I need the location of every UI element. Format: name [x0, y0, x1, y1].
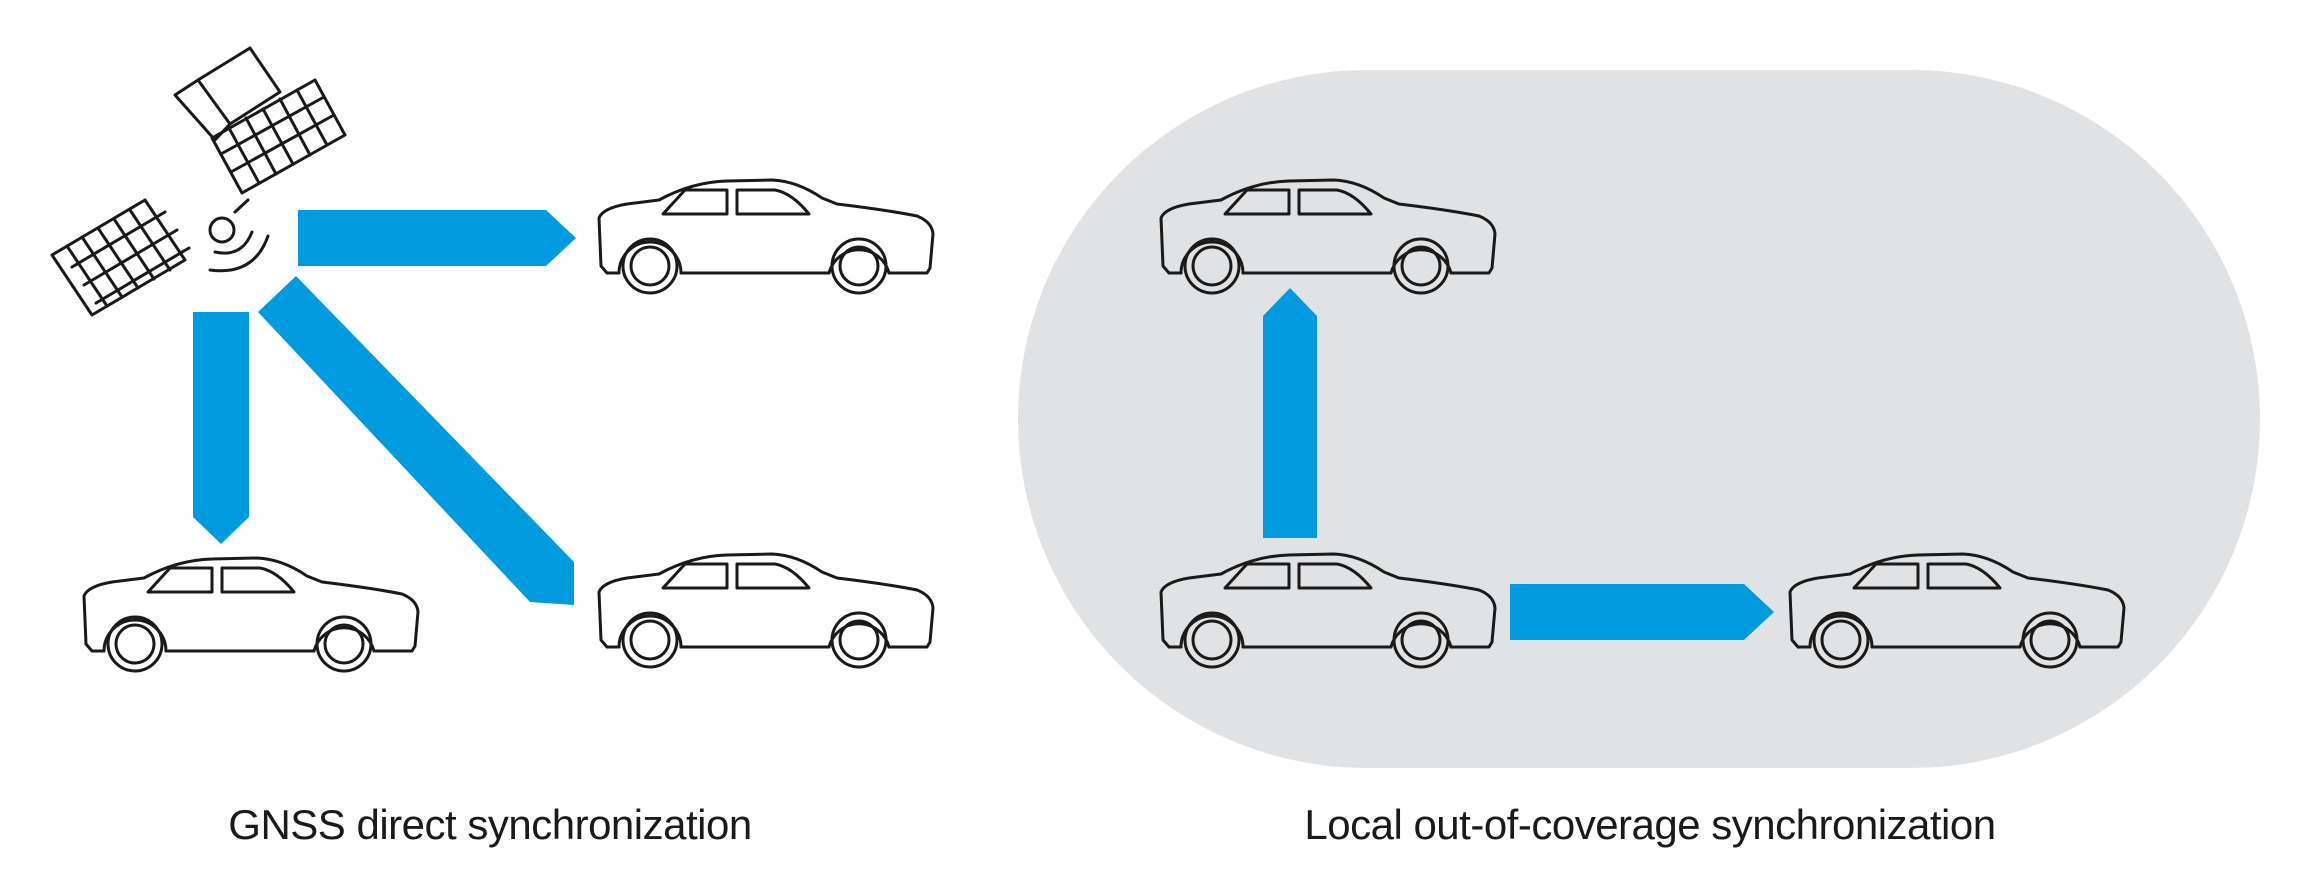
- caption-local-out-of-coverage: Local out-of-coverage synchronization: [1304, 801, 1996, 848]
- coverage-area: [1018, 70, 2260, 768]
- caption-gnss-direct: GNSS direct synchronization: [228, 801, 752, 848]
- car-icon-gnss-top: [597, 178, 935, 295]
- arrow-satellite-to-car-bottom-right: [258, 276, 574, 605]
- satellite-icon: [50, 46, 347, 317]
- car-icon-gnss-bottom-right: [597, 552, 935, 669]
- car-icon-gnss-bottom-left: [82, 556, 420, 673]
- arrow-satellite-to-car-bottom-left: [193, 312, 249, 544]
- gnss-panel: [50, 46, 935, 673]
- arrow-car-to-car-up: [1263, 288, 1317, 538]
- arrow-car-to-car-right: [1510, 584, 1774, 640]
- arrow-satellite-to-car-top: [298, 210, 576, 266]
- local-panel: [1018, 70, 2260, 768]
